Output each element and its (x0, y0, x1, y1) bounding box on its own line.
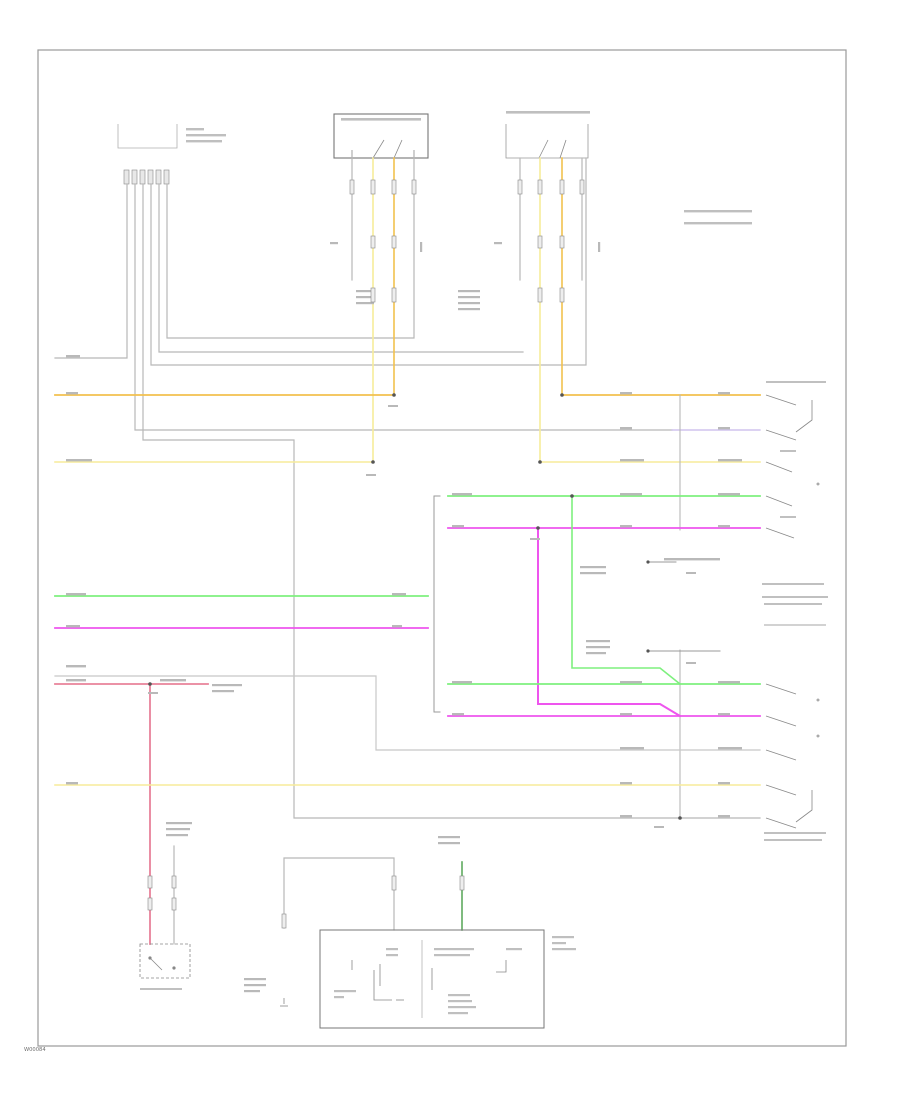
figure-id-label: W00084 (24, 1047, 46, 1053)
wire-gray (158, 183, 524, 353)
wire-magenta (537, 527, 682, 718)
junction-tags (148, 405, 696, 828)
wire-gray (134, 183, 673, 431)
switch-contact-icon (762, 381, 828, 841)
component-bottom-left (139, 943, 191, 990)
wire-tags (66, 242, 742, 993)
wire-gray (283, 857, 395, 931)
connector-top-left (117, 124, 226, 185)
splice-dot-icon (148, 393, 682, 820)
wire-gray (150, 157, 587, 366)
wires (54, 157, 761, 945)
switch-contact-icon (538, 139, 549, 159)
module-seat-right (505, 111, 590, 159)
wire-gray (142, 183, 681, 819)
diagram-frame (37, 49, 847, 1047)
switch-contact-icon (372, 139, 385, 159)
wire-gray (54, 183, 128, 359)
bus-bracket (433, 495, 441, 713)
legend-block (684, 210, 752, 225)
module-bottom-center (319, 929, 576, 1029)
connector-pin-icon (147, 179, 585, 929)
wire-gray (54, 675, 761, 751)
ground-icon (280, 998, 288, 1007)
wire-gray (166, 157, 415, 339)
connector-pin-icon (123, 169, 170, 185)
module-seat-left (333, 113, 429, 159)
wire-green (571, 495, 682, 686)
